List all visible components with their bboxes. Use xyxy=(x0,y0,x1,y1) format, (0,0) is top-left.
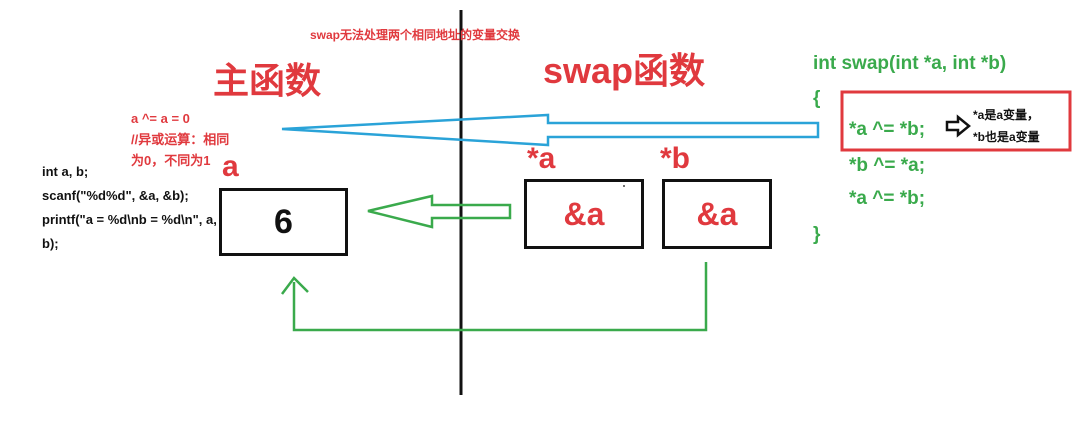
main-code: int a, b; scanf("%d%d", &a, &b); printf(… xyxy=(42,160,217,256)
open-brace: { xyxy=(813,88,821,109)
swap-line-1: *a ^= *b; xyxy=(849,119,926,140)
main-title: 主函数 xyxy=(213,60,322,101)
callout-box xyxy=(840,90,1072,152)
xor-note: a ^= a = 0 //异或运算：相同 为0，不同为1 xyxy=(131,108,229,171)
xor-note-line-3: 为0，不同为1 xyxy=(131,153,211,168)
green-return-path xyxy=(292,262,708,332)
green-arrow-left xyxy=(367,194,512,229)
ptr-b-label: *b xyxy=(660,142,690,175)
ptr-a-label: *a xyxy=(527,142,556,175)
blue-arrow xyxy=(281,113,820,147)
top-note: swap无法处理两个相同地址的变量交换 xyxy=(310,28,521,42)
green-return-arrowhead xyxy=(281,276,309,295)
var-a-label: a xyxy=(222,150,239,183)
swap-line-2: *b ^= *a; xyxy=(849,155,926,176)
callout-line-2: *b也是a变量 xyxy=(973,130,1040,144)
xor-note-line-2: //异或运算：相同 xyxy=(131,132,230,147)
swap-title: swap函数 xyxy=(543,50,706,91)
xor-note-line-1: a ^= a = 0 xyxy=(131,111,190,126)
code-line-4: b); xyxy=(42,236,59,251)
code-line-2: scanf("%d%d", &a, &b); xyxy=(42,188,189,203)
var-a-box: 6 xyxy=(219,188,348,256)
var-a-value: 6 xyxy=(274,202,293,241)
close-brace: } xyxy=(813,224,821,245)
callout-line-1: *a是a变量， xyxy=(973,108,1040,122)
code-line-1: int a, b; xyxy=(42,164,89,179)
swap-line-3: *a ^= *b; xyxy=(849,188,926,209)
ptr-b-value: &a xyxy=(696,195,738,232)
ptr-a-value: &a xyxy=(563,195,605,232)
callout-arrow xyxy=(945,114,971,138)
stray-dot xyxy=(623,185,625,187)
ptr-a-box: &a xyxy=(524,179,644,249)
callout-text: *a是a变量， *b也是a变量 xyxy=(973,104,1040,148)
ptr-b-box: &a xyxy=(662,179,772,249)
swap-signature: int swap(int *a, int *b) xyxy=(813,53,1007,74)
code-line-3: printf("a = %d\nb = %d\n", a, xyxy=(42,212,217,227)
